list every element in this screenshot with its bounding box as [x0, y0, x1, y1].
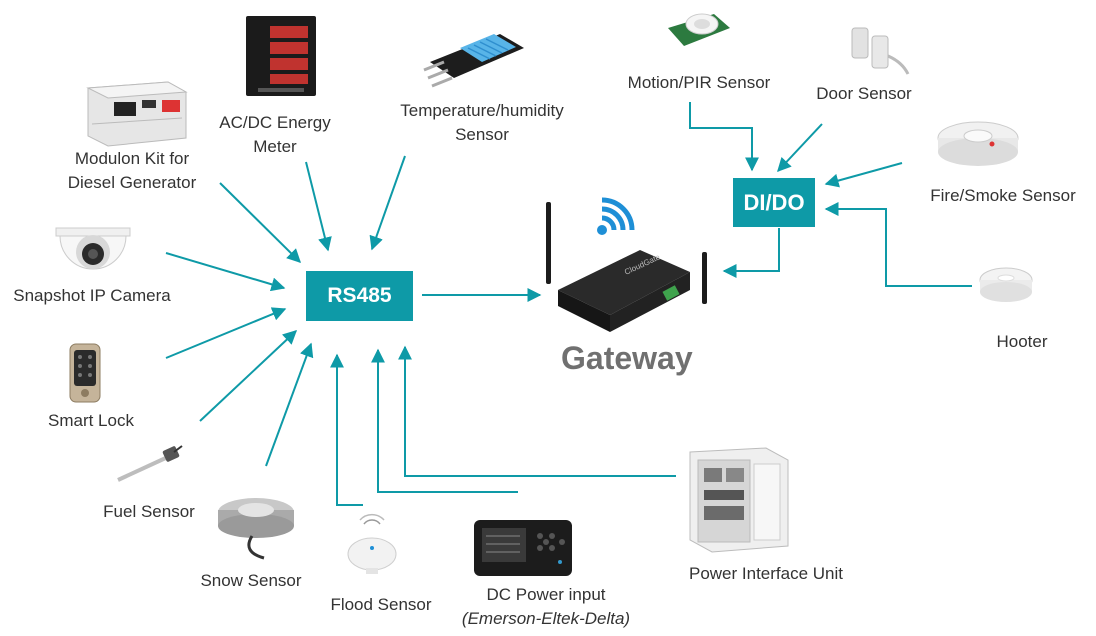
arrow-hooter: [824, 202, 972, 287]
door-sensor-label: Door Sensor: [816, 84, 912, 103]
smoke-sensor-image: [937, 121, 1019, 166]
gateway-title: Gateway: [561, 340, 693, 376]
arrow-door: [777, 123, 823, 173]
flood-sensor-label: Flood Sensor: [330, 595, 432, 614]
hooter-image: [979, 267, 1033, 302]
dido-hub: DI/DO: [733, 178, 815, 227]
fuel-sensor-image: [117, 445, 183, 482]
arrow-modulon: [219, 182, 301, 263]
arrow-flood: [330, 353, 363, 506]
flood-sensor-image: [347, 513, 397, 574]
door-sensor-image: [851, 27, 910, 75]
arrow-temperature: [369, 155, 406, 251]
snow-sensor-label: Snow Sensor: [200, 571, 302, 590]
snow-sensor-image: [218, 498, 294, 560]
arrow-dido-gateway: [722, 228, 780, 278]
motion-sensor-image: [668, 13, 730, 46]
arrow-lock: [165, 307, 287, 359]
piu-label: Power Interface Unit: [688, 564, 843, 583]
dc-power-label: DC Power input(Emerson-Eltek-Delta): [461, 585, 631, 628]
arrow-smartlock: [199, 330, 298, 422]
dc-power-controller-image: [474, 520, 572, 576]
arrow-motion: [689, 102, 759, 172]
dido-label: DI/DO: [743, 189, 805, 215]
wifi-icon: [597, 197, 635, 235]
ip-camera-label: Snapshot IP Camera: [13, 286, 171, 305]
motion-sensor-label: Motion/PIR Sensor: [627, 73, 771, 92]
ip-camera-image: [55, 227, 131, 270]
smart-lock-label: Smart Lock: [48, 411, 134, 430]
arrow-dcpower: [371, 348, 518, 493]
rs485-hub: RS485: [306, 271, 413, 321]
arrow-smoke: [824, 162, 903, 188]
diesel-generator-image: [86, 81, 188, 147]
smoke-sensor-label: Fire/Smoke Sensor: [930, 186, 1076, 205]
power-interface-unit-image: [689, 447, 789, 553]
arrow-camera: [165, 252, 286, 292]
rs485-label: RS485: [327, 284, 392, 307]
gateway-router-image: CloudGate: [546, 197, 707, 332]
fuel-sensor-label: Fuel Sensor: [103, 502, 195, 521]
arrow-energy: [305, 161, 332, 252]
arrow-fuel: [265, 342, 314, 467]
arrow-piu: [398, 345, 676, 477]
temperature-sensor-image: [423, 34, 524, 88]
energy-meter-image: [246, 16, 316, 96]
smart-lock-image: [69, 343, 101, 403]
hooter-label: Hooter: [996, 332, 1048, 351]
